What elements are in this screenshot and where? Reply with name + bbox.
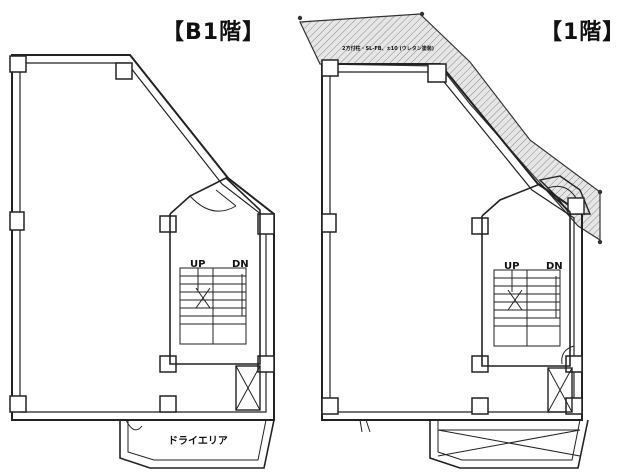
1f-shaft [547, 367, 573, 413]
b1-column [9, 55, 27, 73]
1f-column [321, 59, 339, 77]
b1-column [257, 213, 275, 235]
b1-column [159, 395, 177, 413]
1f-columns [321, 59, 583, 415]
b1-inner-wall [19, 62, 267, 413]
b1-outer-wall [11, 54, 275, 421]
1f-column [321, 213, 337, 233]
b1-stair-dn-label: DN [232, 259, 249, 270]
1f-floor-title: 【1階】 [540, 20, 626, 45]
b1-dry-area-label: ドライエリア [168, 435, 228, 447]
1f-inner-wall [329, 71, 575, 413]
1f-lower-area [429, 419, 589, 469]
1f-column [427, 63, 447, 83]
1f-stair-flights [493, 269, 561, 347]
b1-floor-plan: UP DN ドライエリア [9, 54, 275, 469]
b1-door-leaf [215, 189, 237, 207]
1f-column [471, 355, 489, 373]
1f-entrance-door [359, 419, 371, 433]
b1-stair-up-label: UP [190, 259, 205, 270]
b1-dry-area [119, 419, 275, 469]
b1-columns [9, 55, 275, 413]
1f-column [565, 355, 583, 373]
1f-column [565, 397, 583, 415]
1f-stair-core-wall [481, 183, 571, 367]
b1-column [115, 62, 133, 80]
b1-door-swing [189, 195, 237, 212]
1f-column [321, 397, 339, 415]
1f-floor-plan: 2方付柱・SL-FB、±10 (ウレタン塗装) [297, 11, 603, 469]
b1-stair-flights [179, 267, 247, 345]
b1-column [159, 215, 177, 233]
1f-stair-dn-label: DN [546, 261, 563, 272]
1f-column [471, 217, 489, 235]
1f-canopy-hatched [299, 13, 601, 242]
b1-dry-area-door [125, 419, 143, 431]
1f-side-door [561, 345, 575, 365]
1f-stair-up-label: UP [504, 261, 519, 272]
1f-column [471, 397, 489, 415]
1f-canopy-note: 2方付柱・SL-FB、±10 (ウレタン塗装) [342, 45, 434, 52]
b1-floor-title: 【B1階】 [162, 20, 266, 45]
b1-shaft [235, 365, 261, 411]
b1-column [9, 211, 25, 231]
1f-entry-vestibule [538, 175, 592, 215]
b1-column [9, 395, 27, 413]
